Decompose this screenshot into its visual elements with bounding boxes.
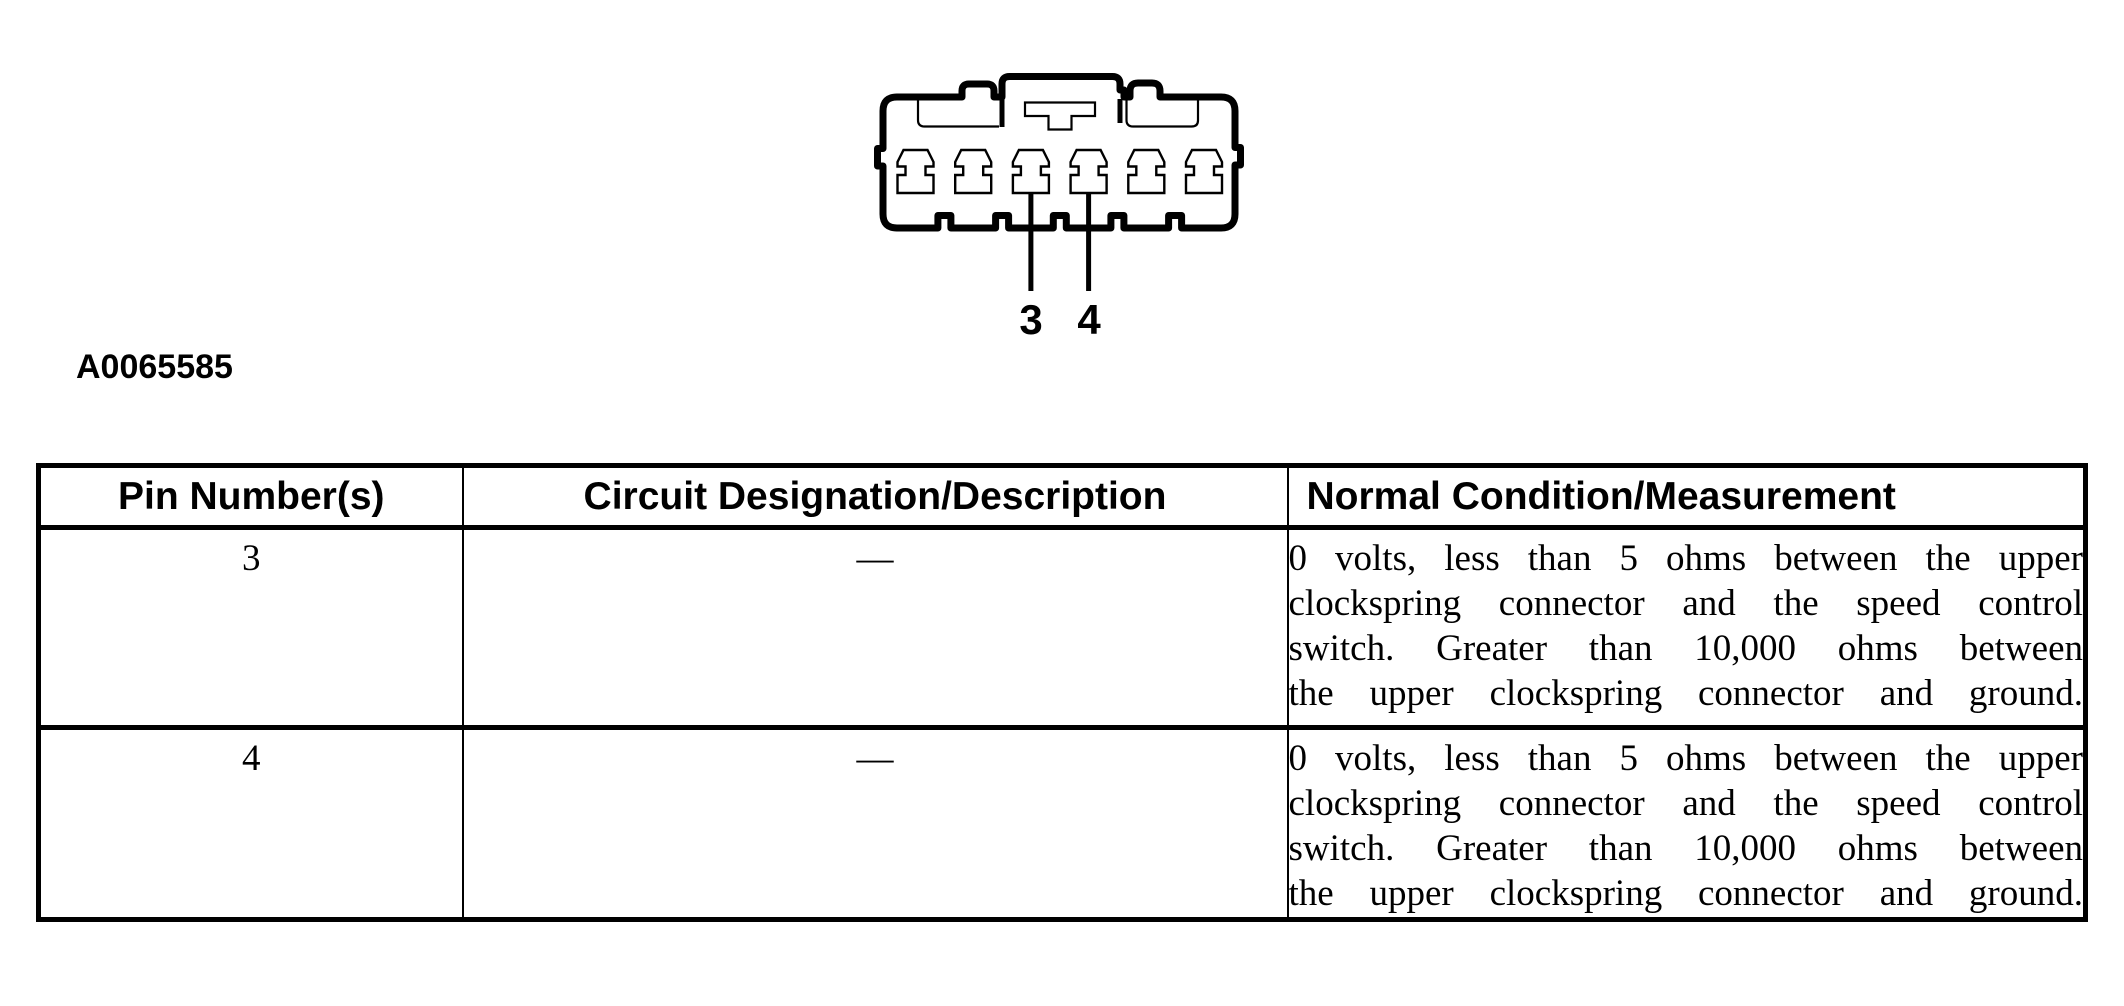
figure-id-label: A0065585 xyxy=(76,348,233,386)
pin-number-cell: 4 xyxy=(37,725,464,922)
normal-condition-cell: 0 volts, less than 5 ohms between the up… xyxy=(1286,725,2087,922)
terminal-cavity-1 xyxy=(896,148,935,195)
terminal-cavity-2 xyxy=(954,148,993,195)
latch-tab-t xyxy=(1023,101,1097,131)
terminal-cavity-6 xyxy=(1184,148,1224,195)
pin4-label: 4 xyxy=(1077,296,1101,343)
terminal-cavity-5 xyxy=(1127,148,1166,195)
latch-pocket-right xyxy=(1125,100,1200,128)
circuit-designation-cell: — xyxy=(461,525,1289,730)
terminal-cavity-3 xyxy=(1011,148,1051,195)
column-header-normal-condition: Normal Condition/Measurement xyxy=(1286,465,2087,530)
table-header-row: Pin Number(s) Circuit Designation/Descri… xyxy=(37,465,2087,530)
column-header-circuit-designation: Circuit Designation/Description xyxy=(461,465,1289,530)
connector-body-outline xyxy=(874,73,1244,232)
terminal-cavity-4 xyxy=(1069,148,1108,195)
circuit-designation-cell: — xyxy=(461,725,1289,922)
pin-number-cell: 3 xyxy=(37,525,464,730)
pin-table: Pin Number(s) Circuit Designation/Descri… xyxy=(36,463,2088,922)
latch-pocket-left xyxy=(916,100,999,128)
connector-diagram: 3 4 xyxy=(874,73,1244,343)
pin3-label: 3 xyxy=(1019,296,1042,343)
latch-tower-walls xyxy=(999,99,1123,127)
table-row-pin-3: 3 — 0 volts, less than 5 ohms between th… xyxy=(37,525,2087,730)
column-header-pin-numbers: Pin Number(s) xyxy=(37,465,464,530)
table-row-pin-4: 4 — 0 volts, less than 5 ohms between th… xyxy=(37,725,2087,922)
normal-condition-cell: 0 volts, less than 5 ohms between the up… xyxy=(1286,525,2087,730)
